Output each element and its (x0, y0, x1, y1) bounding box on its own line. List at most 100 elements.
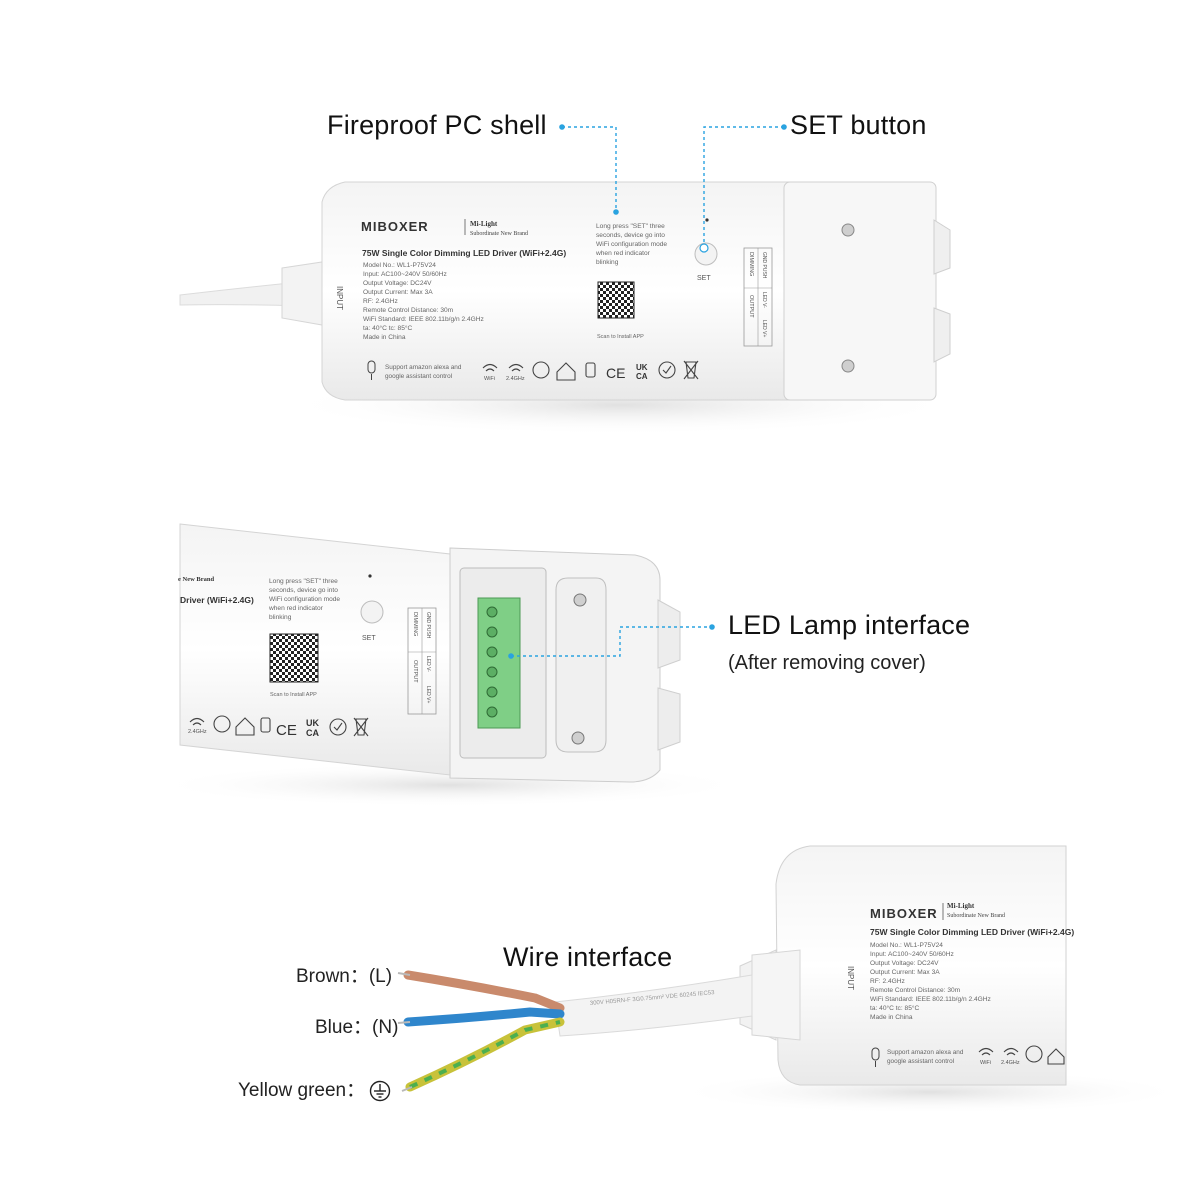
input-label: INPUT (335, 286, 344, 310)
qr-caption: Scan to Install APP (597, 334, 644, 340)
svg-text:Long press "SET" three: Long press "SET" three (596, 223, 665, 230)
spec-line: RF: 2.4GHz (363, 298, 398, 305)
spec-list: Model No.: WL1-P75V24 Input: AC100~240V … (870, 942, 991, 1021)
svg-text:Made in China: Made in China (870, 1014, 913, 1021)
spec-line: Made in China (363, 334, 406, 341)
rf-icon (1003, 1047, 1019, 1056)
terminal-screw (486, 606, 498, 618)
svg-text:DIMMING: DIMMING (748, 252, 754, 276)
terminal-screw (486, 626, 498, 638)
svg-text:when red indicator: when red indicator (595, 250, 651, 257)
callout-led-lamp-interface: LED Lamp interface (728, 610, 971, 640)
terminal-screw (486, 686, 498, 698)
callout-fireproof-shell: Fireproof PC shell (327, 110, 547, 140)
svg-text:RF: 2.4GHz: RF: 2.4GHz (870, 978, 905, 985)
qr-caption: Scan to Install APP (270, 692, 317, 698)
set-label: SET (697, 275, 711, 282)
svg-text:Output Voltage: DC24V: Output Voltage: DC24V (870, 960, 939, 967)
svg-text:Long press "SET" three: Long press "SET" three (269, 578, 338, 585)
callout-led-lamp-note: (After removing cover) (728, 652, 926, 674)
driver-middle-view: e New Brand Driver (WiFi+2.4G) Long pres… (150, 523, 750, 807)
terminal-screw (486, 666, 498, 678)
set-instructions: Long press "SET" three seconds, device g… (595, 223, 667, 266)
svg-text:google assistant control: google assistant control (887, 1058, 954, 1065)
home-icon (1047, 1048, 1065, 1065)
subbrand-line2: Subordinate New Brand (470, 231, 528, 237)
brand-logo: MIBOXER (870, 906, 938, 921)
terminal-legend: DIMMING GND PUSH OUTPUT LED V- LED V+ (743, 247, 773, 347)
subbrand-line1: Mi-Light (947, 902, 975, 910)
terminal-legend: DIMMING GND PUSH OUTPUT LED V- LED V+ (407, 607, 437, 715)
rohs-check-icon (329, 718, 347, 736)
wire-label-yellow-green-text: Yellow green： (238, 1080, 366, 1101)
svg-text:seconds, device go into: seconds, device go into (269, 587, 338, 594)
svg-text:Support amazon alexa and: Support amazon alexa and (887, 1049, 964, 1056)
wire-brown (403, 970, 565, 1013)
dimming-icon (213, 715, 231, 733)
spec-line: Output Voltage: DC24V (363, 280, 432, 287)
product-title: 75W Single Color Dimming LED Driver (WiF… (362, 248, 566, 258)
svg-text:ta: 40°C tc: 85°C: ta: 40°C tc: 85°C (870, 1004, 919, 1012)
set-button[interactable] (360, 600, 384, 624)
spec-line: ta: 40°C tc: 85°C (363, 324, 412, 332)
spec-line: Remote Control Distance: 30m (363, 307, 454, 314)
svg-text:GND PUSH: GND PUSH (425, 612, 431, 639)
dimming-icon (532, 361, 550, 379)
screw (841, 359, 855, 373)
svg-text:Support amazon alexa and: Support amazon alexa and (385, 364, 462, 371)
svg-text:when red indicator: when red indicator (268, 605, 324, 612)
microphone-icon (871, 1047, 880, 1061)
dimming-icon (1025, 1045, 1043, 1063)
spec-line: Model No.: WL1-P75V24 (363, 262, 436, 269)
svg-text:WiFi: WiFi (484, 376, 495, 382)
class-icon (585, 362, 596, 378)
brand-logo: MIBOXER (361, 219, 429, 234)
terminal-block (477, 597, 521, 729)
screw (571, 731, 585, 745)
set-instructions: Long press "SET" three seconds, device g… (268, 578, 340, 621)
svg-text:GND PUSH: GND PUSH (761, 252, 767, 279)
weee-bin-icon (353, 717, 369, 737)
product-title-partial: Driver (WiFi+2.4G) (180, 595, 254, 605)
svg-text:Input: AC100~240V 50/60Hz: Input: AC100~240V 50/60Hz (870, 951, 954, 958)
power-cable (554, 974, 753, 1037)
ukca-mark: UK (636, 363, 648, 372)
qr-code (597, 281, 635, 319)
ukca-mark: CA (636, 372, 648, 381)
screw (573, 593, 587, 607)
home-icon (556, 362, 576, 381)
svg-text:WiFi configuration mode: WiFi configuration mode (269, 596, 340, 603)
voice-support: Support amazon alexa and google assistan… (367, 360, 462, 380)
set-label: SET (362, 635, 376, 642)
certification-icons: WiFi 2.4GHz (978, 1045, 1065, 1066)
ground-symbol-icon (369, 1080, 391, 1102)
terminal-screw (486, 706, 498, 718)
svg-text:Output Current: Max 3A: Output Current: Max 3A (870, 969, 940, 976)
wifi-icon (978, 1047, 994, 1056)
terminal-screw (486, 646, 498, 658)
input-label: INPUT (846, 966, 855, 990)
svg-text:OUTPUT: OUTPUT (412, 660, 418, 683)
class-icon (260, 717, 271, 733)
svg-text:LED V+: LED V+ (425, 686, 431, 703)
callout-lines-top (562, 126, 784, 242)
svg-text:google assistant control: google assistant control (385, 373, 452, 380)
wifi-icon (189, 717, 205, 726)
spec-line: Output Current: Max 3A (363, 289, 433, 296)
screw (841, 223, 855, 237)
rf-icon (508, 363, 524, 372)
wire-yellow-green (405, 1017, 565, 1092)
svg-text:seconds, device go into: seconds, device go into (596, 232, 665, 239)
wire-label-yellow-green: Yellow green： (238, 1075, 391, 1102)
svg-text:blinking: blinking (596, 259, 619, 266)
callout-wire-interface: Wire interface (503, 942, 673, 972)
svg-text:OUTPUT: OUTPUT (748, 295, 754, 318)
wire-label-blue: Blue：(N) (315, 1017, 399, 1038)
subbrand-line2: Subordinate New Brand (947, 913, 1005, 919)
weee-bin-icon (683, 360, 699, 380)
svg-text:LED V-: LED V- (425, 656, 431, 672)
certification-icons: 2.4GHz CE UK CA (188, 715, 369, 739)
svg-text:WiFi configuration mode: WiFi configuration mode (596, 241, 667, 248)
svg-text:LED V-: LED V- (761, 292, 767, 308)
rohs-check-icon (658, 361, 676, 379)
